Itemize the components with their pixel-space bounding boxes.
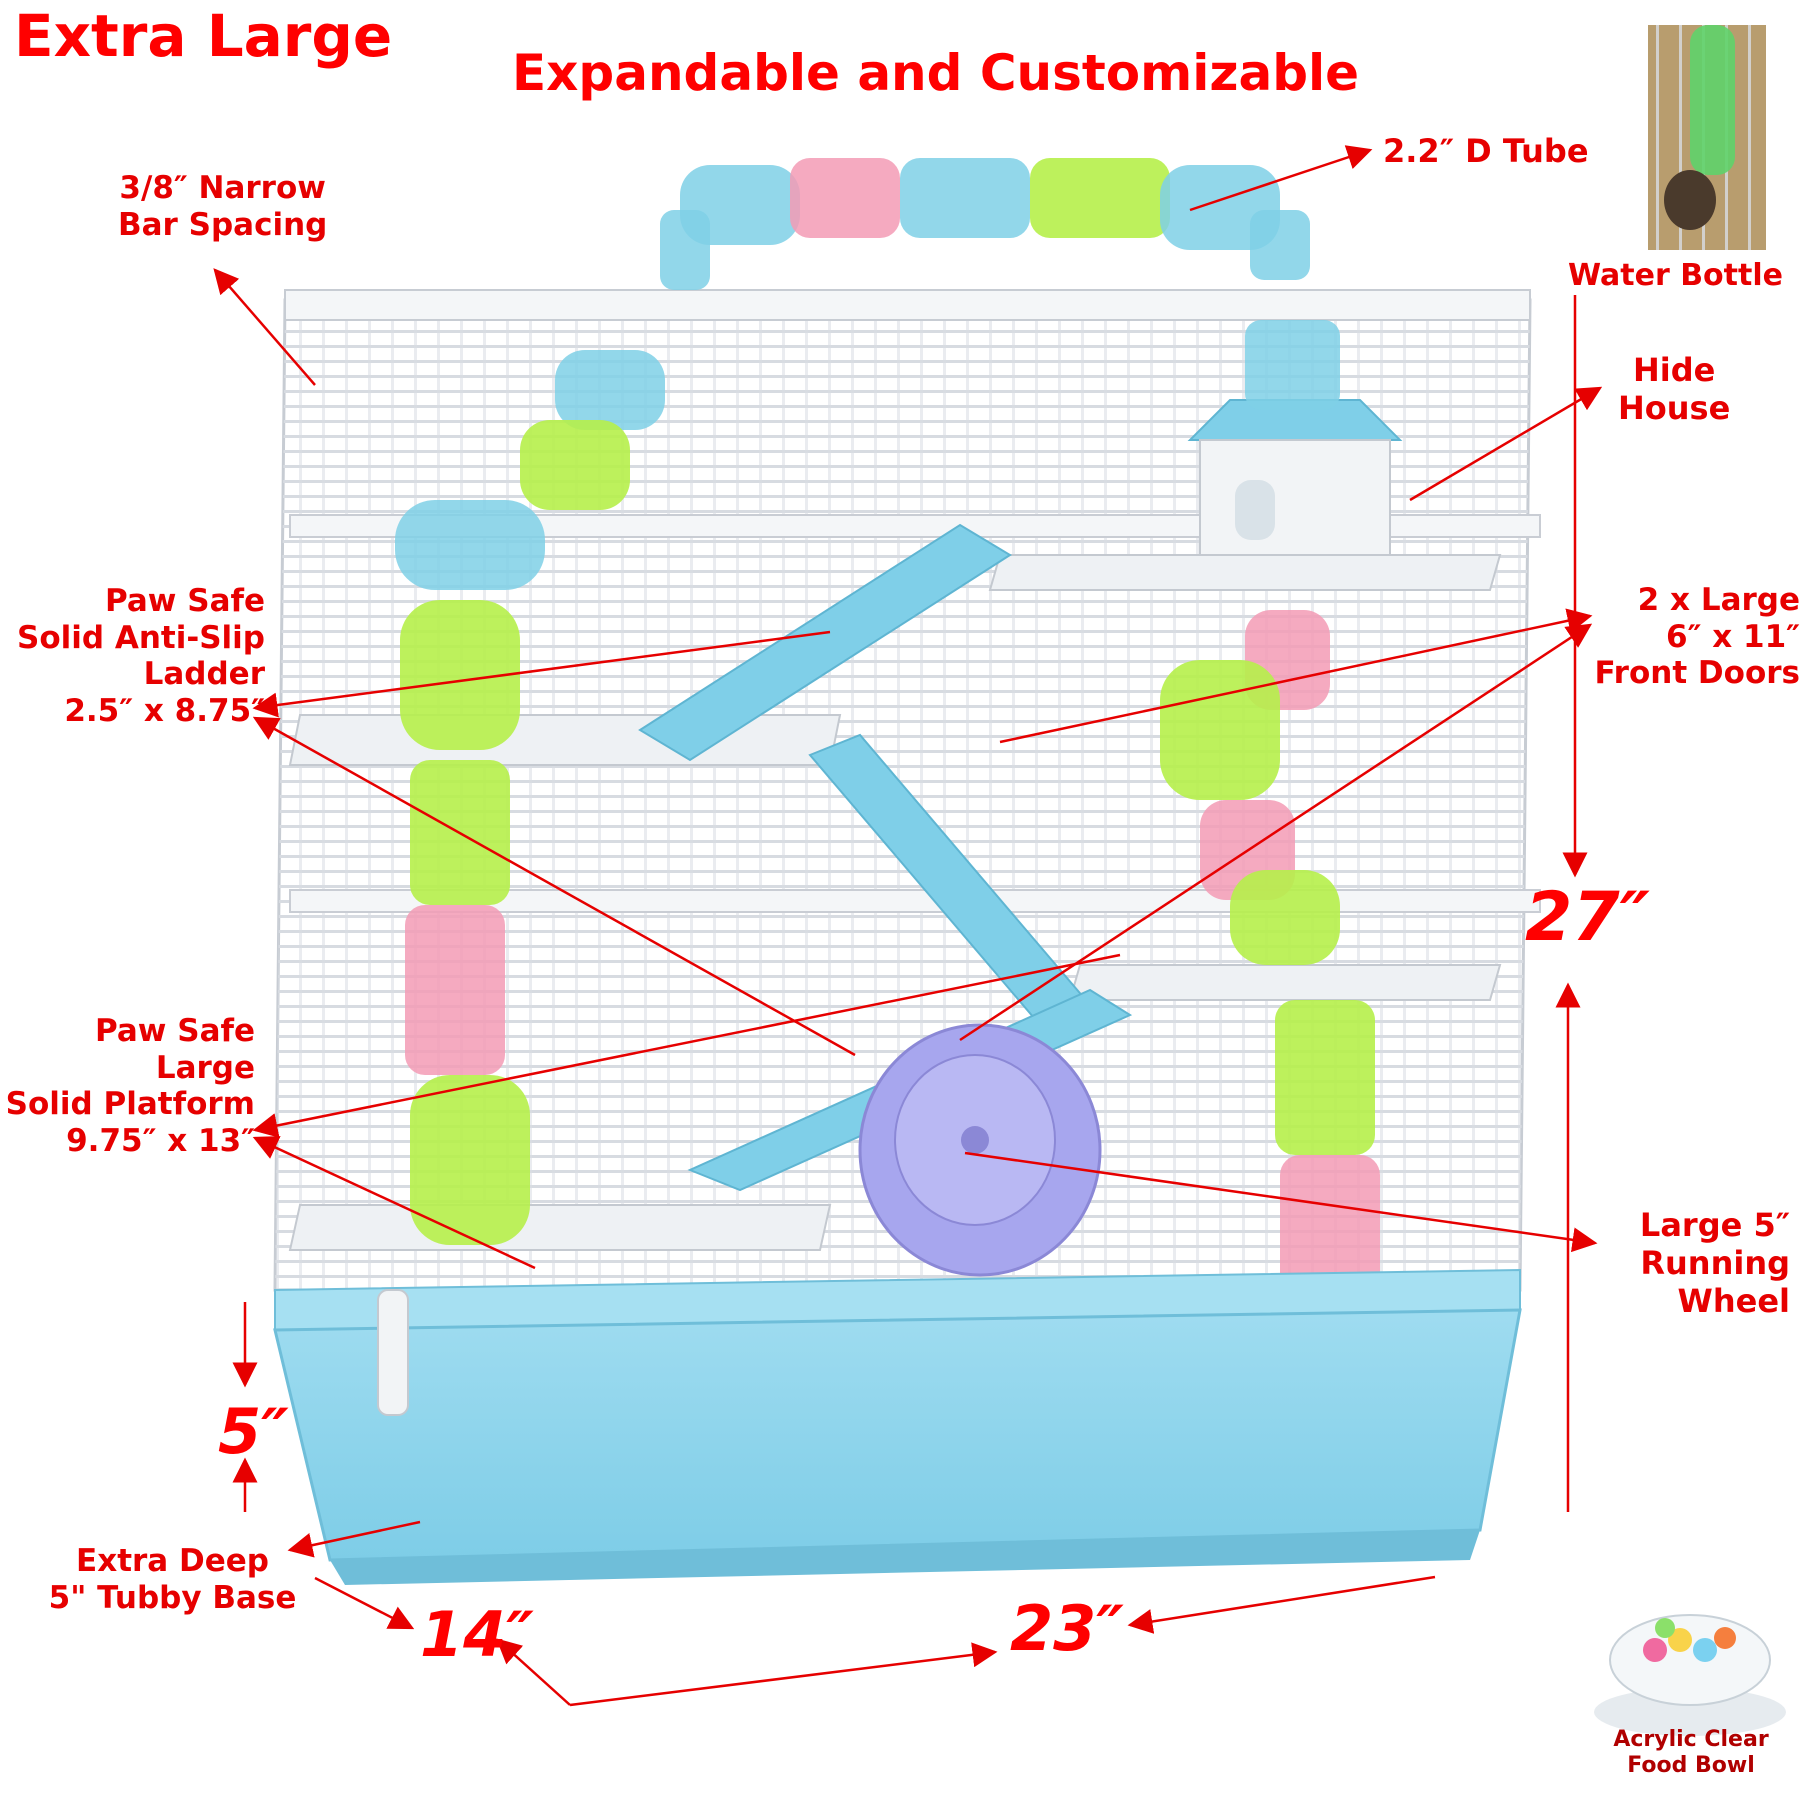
water-bottle-photo — [1648, 25, 1766, 250]
dimension-base-depth: 5″ — [218, 1395, 289, 1468]
label-line: Solid Platform — [5, 1086, 255, 1123]
label-line: 3/8″ Narrow — [119, 170, 326, 206]
label-line: House — [1618, 388, 1731, 427]
dimension-depth: 14″ — [420, 1598, 534, 1671]
label-line: 2.5″ x 8.75″ — [64, 692, 265, 729]
label-ladder: Paw Safe Solid Anti-Slip Ladder 2.5″ x 8… — [0, 583, 265, 729]
label-line: Wheel — [1677, 1281, 1790, 1320]
label-water-bottle: Water Bottle — [1568, 258, 1783, 293]
label-line: Ladder — [143, 656, 265, 693]
label-hide-house: Hide House — [1618, 351, 1731, 428]
label-line: Acrylic Clear — [1613, 1727, 1769, 1752]
label-line: Large — [155, 1049, 255, 1086]
label-line: 9.75″ x 13″ — [66, 1122, 255, 1159]
top-tube-arch — [660, 158, 1310, 290]
label-line: Paw Safe — [105, 583, 265, 619]
label-line: Solid Anti-Slip — [17, 619, 265, 656]
food-bowl-photo — [1594, 1614, 1786, 1736]
hide-house — [1187, 399, 1403, 556]
label-line: Front Doors — [1594, 655, 1800, 692]
label-line: Paw Safe — [95, 1013, 255, 1049]
label-line: 2 x Large — [1637, 582, 1800, 618]
label-line: 6″ x 11″ — [1666, 618, 1800, 655]
running-wheel — [858, 1023, 1102, 1277]
label-wheel: Large 5″ Running Wheel — [1600, 1206, 1790, 1320]
label-line: Hide — [1632, 351, 1716, 389]
label-line: 5" Tubby Base — [48, 1579, 297, 1616]
label-line: Large 5″ — [1639, 1206, 1790, 1244]
label-front-doors: 2 x Large 6″ x 11″ Front Doors — [1583, 582, 1800, 692]
label-food-bowl: Acrylic Clear Food Bowl — [1596, 1727, 1786, 1779]
label-tube: 2.2″ D Tube — [1383, 132, 1589, 170]
headline-extra-large: Extra Large — [14, 2, 393, 70]
label-line: Extra Deep — [76, 1543, 269, 1579]
label-line: Bar Spacing — [118, 206, 328, 243]
dimension-width: 23″ — [1010, 1592, 1124, 1665]
label-line: Running — [1640, 1243, 1790, 1282]
label-line: Food Bowl — [1627, 1752, 1755, 1778]
headline-expandable: Expandable and Customizable — [512, 44, 1360, 102]
label-bar-spacing: 3/8″ Narrow Bar Spacing — [118, 170, 327, 243]
label-base: Extra Deep 5" Tubby Base — [40, 1543, 305, 1616]
cage-base — [273, 1268, 1522, 1585]
dimension-height: 27″ — [1525, 878, 1651, 957]
label-platform: Paw Safe Large Solid Platform 9.75″ x 13… — [0, 1013, 255, 1159]
